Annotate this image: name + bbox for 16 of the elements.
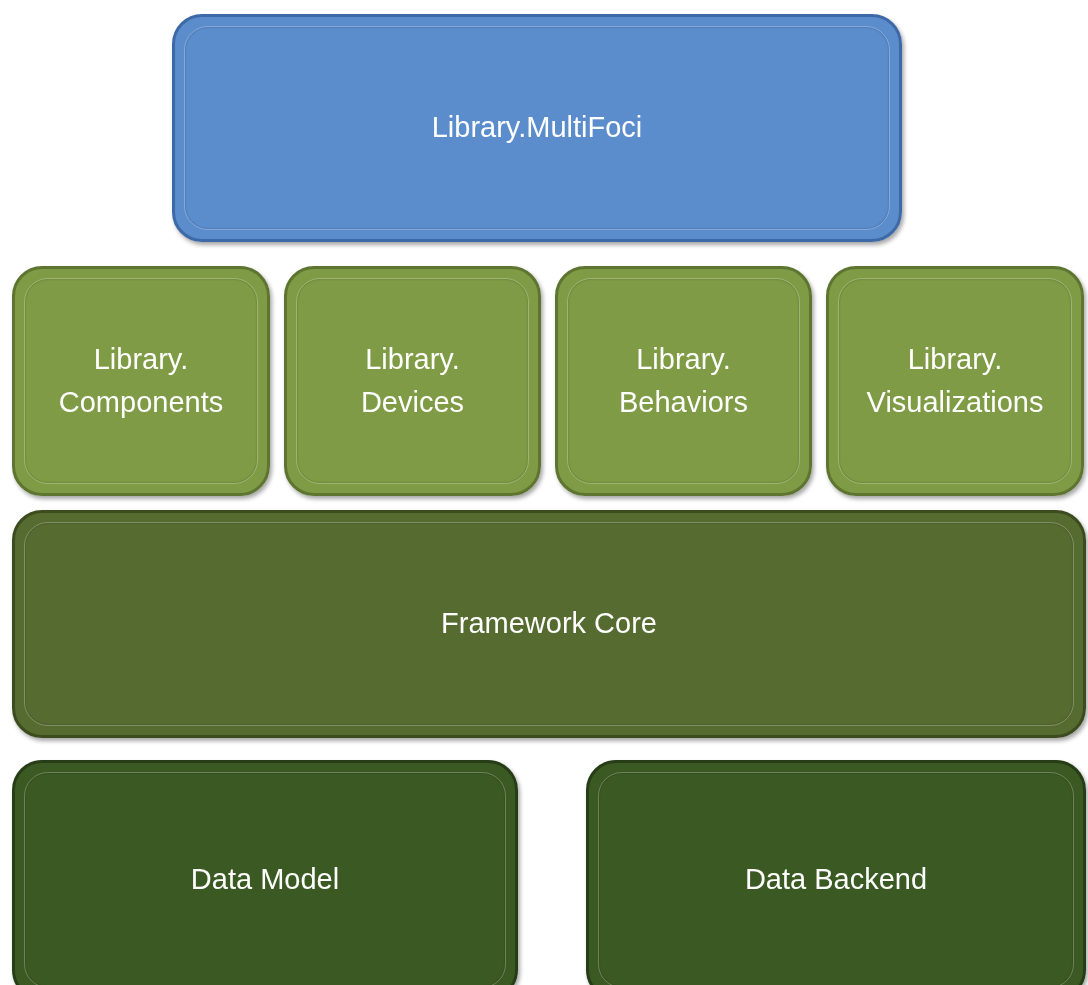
layer-label: Library. Devices (359, 341, 466, 420)
layer-label: Data Backend (744, 862, 928, 898)
layer-label: Library. Behaviors (618, 341, 749, 420)
layer-label: Library. Visualizations (865, 341, 1045, 420)
layer-box (172, 14, 902, 242)
layer-box (555, 266, 812, 496)
layer-label: Data Model (190, 862, 340, 898)
layer-box (284, 266, 541, 496)
layer-box (12, 266, 270, 496)
layer-box (826, 266, 1084, 496)
layer-label: Library. Components (57, 341, 225, 420)
layer-label: Framework Core (441, 606, 657, 642)
layer-box (12, 510, 1086, 738)
layer-box (12, 760, 518, 985)
layer-box (586, 760, 1086, 985)
layer-label: Library.MultiFoci (431, 110, 643, 146)
